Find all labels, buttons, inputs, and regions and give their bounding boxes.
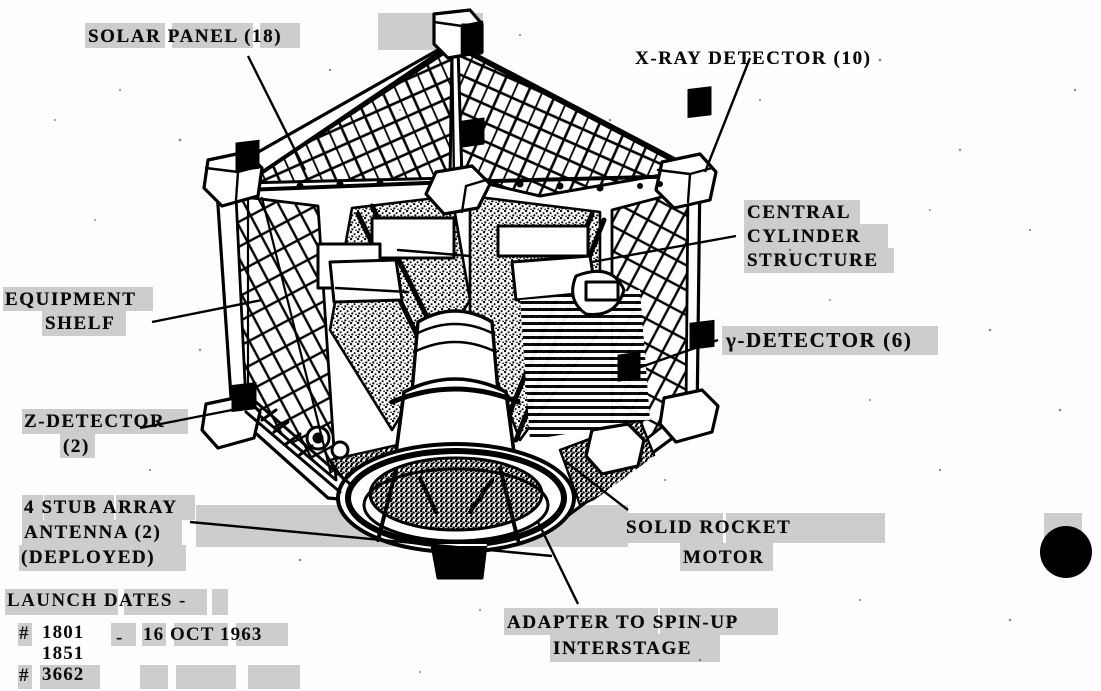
launch-row-1-id-a: 1801	[42, 622, 85, 643]
highlight-row2-a	[140, 665, 168, 689]
highlight-antenna	[22, 520, 182, 545]
label-equipment-shelf-2: SHELF	[45, 313, 116, 334]
highlight-18	[260, 23, 300, 48]
highlight-row2-b	[176, 665, 236, 689]
launch-row-1-date: 16 OCT 1963	[143, 624, 263, 645]
highlight-motor	[680, 543, 773, 571]
highlight-hash-2	[18, 665, 32, 689]
label-stub-antenna-1: 4 STUB ARRAY	[24, 497, 178, 518]
highlight-zdetector	[22, 409, 188, 434]
highlight-stub-4	[22, 495, 43, 520]
highlight-dates	[124, 589, 207, 615]
label-solid-rocket-motor-1: SOLID ROCKET	[626, 517, 792, 538]
label-stub-antenna-3: (DEPLOYED)	[21, 547, 156, 568]
highlight-zdet-2	[60, 434, 95, 458]
highlight-solid	[623, 513, 723, 543]
highlight-deployed	[19, 545, 186, 571]
label-solar-panel: SOLAR PANEL (18)	[88, 26, 283, 47]
highlight-hash-1	[18, 623, 32, 646]
label-adapter-1: ADAPTER TO SPIN-UP	[507, 612, 739, 633]
highlight-stub-word	[44, 495, 114, 520]
highlight-gamma	[722, 326, 938, 355]
registration-dot	[1040, 526, 1092, 578]
launch-row-2-hash: #	[19, 665, 30, 686]
highlight-adapter-2	[660, 608, 778, 635]
highlight-central	[744, 200, 860, 224]
label-gamma-detector: γ-DETECTOR (6)	[726, 328, 913, 352]
highlight-rocket	[726, 513, 885, 543]
label-central-cylinder-3: STRUCTURE	[747, 250, 879, 271]
launch-dates-heading: LAUNCH DATES -	[7, 590, 187, 611]
highlight-cylinder	[744, 224, 888, 248]
highlight-equipment	[3, 287, 153, 311]
highlight-solar	[85, 23, 165, 48]
highlight-row2-c	[248, 665, 300, 689]
leader-zdetector	[139, 408, 233, 430]
label-xray-detector: X-RAY DETECTOR (10)	[635, 48, 872, 69]
label-stub-antenna-2: ANTENNA (2)	[24, 522, 162, 543]
highlight-shelf	[42, 311, 126, 336]
leader-xray-detector	[703, 57, 752, 173]
label-central-cylinder-1: CENTRAL	[747, 202, 852, 223]
leader-srm	[565, 461, 629, 511]
highlight-structure	[744, 248, 894, 273]
leader-equipment	[151, 298, 263, 324]
label-z-detector-1: Z-DETECTOR	[24, 411, 166, 432]
highlight-array-word	[116, 495, 195, 520]
highlight-1963	[236, 623, 288, 646]
label-adapter-2: INTERSTAGE	[553, 638, 693, 659]
label-z-detector-2: (2)	[63, 436, 90, 457]
highlight-adapter-1	[504, 608, 658, 635]
launch-row-2-id-a: 3662	[42, 664, 85, 685]
highlight-dash-1	[111, 623, 136, 646]
highlight-16	[142, 623, 166, 646]
launch-row-1-id-b: 1851	[42, 643, 85, 664]
label-central-cylinder-2: CYLINDER	[747, 226, 862, 247]
launch-row-1-hash: #	[19, 623, 30, 644]
launch-row-1-dash: -	[116, 627, 124, 648]
leader-gamma	[637, 338, 719, 370]
label-solid-rocket-motor-2: MOTOR	[683, 547, 765, 568]
highlight-dash-head	[212, 589, 228, 615]
label-equipment-shelf-1: EQUIPMENT	[5, 289, 137, 310]
highlight-launch	[5, 589, 118, 615]
leader-adapter	[536, 521, 580, 605]
leader-solar-panel	[246, 55, 307, 171]
leader-stub-antenna	[189, 520, 553, 558]
highlight-3662box	[40, 665, 100, 689]
highlight-interstage	[550, 634, 720, 662]
highlight-panel	[172, 23, 253, 48]
leader-central-cyl	[591, 234, 737, 264]
highlight-oct	[174, 623, 228, 646]
